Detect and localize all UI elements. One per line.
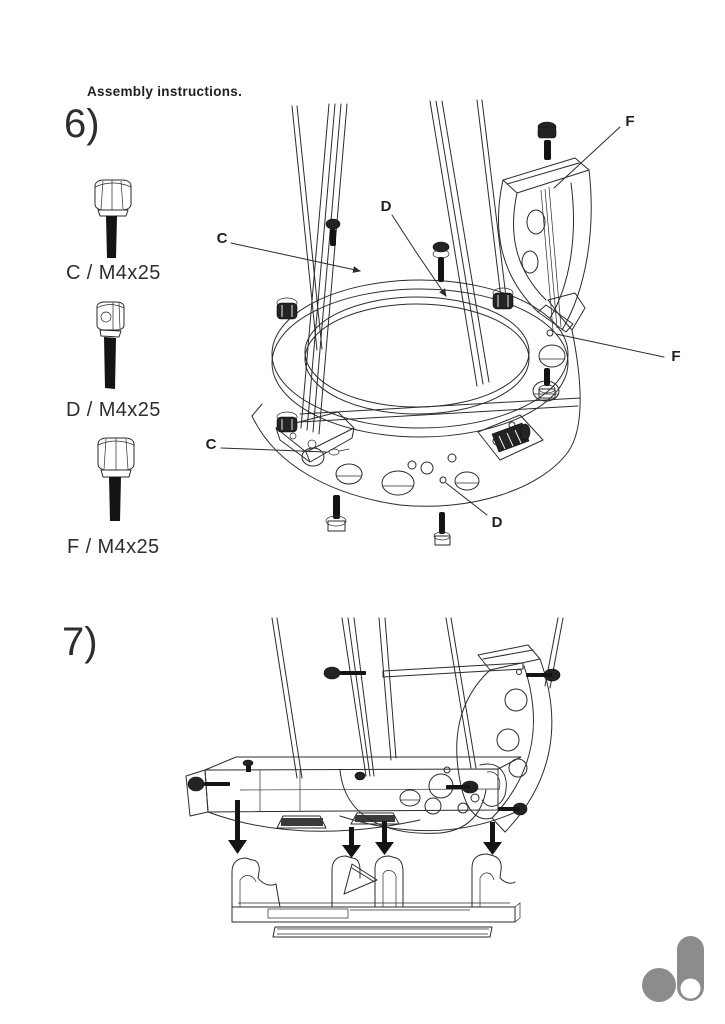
callout-leaders	[220, 126, 665, 516]
center-altitude-bearing	[339, 763, 507, 834]
upper-altitude-bearing	[498, 157, 592, 333]
right-altitude-bearing	[456, 644, 553, 833]
mirror-box	[185, 756, 522, 832]
step7-number: 7)	[62, 620, 98, 664]
callout-f-right: F	[671, 348, 680, 365]
logo-pill-cutout	[680, 978, 701, 999]
thumbscrew-c-illustration	[94, 179, 132, 258]
document-title: Assembly instructions.	[87, 84, 243, 99]
rocker-cradle	[231, 853, 521, 923]
truss-poles	[271, 617, 564, 779]
insertion-arrows	[228, 800, 502, 858]
bearing-rail	[382, 662, 524, 678]
part-label-c: C / M4x25	[66, 262, 161, 284]
part-label-f: F / M4x25	[67, 536, 160, 558]
callout-c-lower: C	[206, 436, 217, 453]
thumbscrew-f-illustration	[97, 437, 135, 521]
callout-f-top: F	[625, 113, 634, 130]
part-label-d: D / M4x25	[66, 399, 161, 421]
callout-d-upper: D	[381, 198, 392, 215]
thumbscrews	[187, 666, 561, 816]
brand-logo	[642, 936, 704, 1002]
lower-apron	[251, 292, 586, 507]
pole-clamp-knobs	[276, 287, 514, 433]
step7-diagram	[185, 617, 564, 938]
callout-c-upper: C	[217, 230, 228, 247]
floating-thumbscrews	[325, 121, 557, 546]
thumbscrew-d-illustration	[96, 301, 125, 389]
step6-diagram: C D F F C D	[206, 99, 681, 546]
logo-dot	[642, 968, 676, 1002]
upper-ring	[271, 279, 581, 438]
ground-board	[272, 926, 493, 938]
callout-d-lower: D	[492, 514, 503, 531]
step6-number: 6)	[64, 102, 100, 146]
truss-poles	[291, 99, 507, 435]
